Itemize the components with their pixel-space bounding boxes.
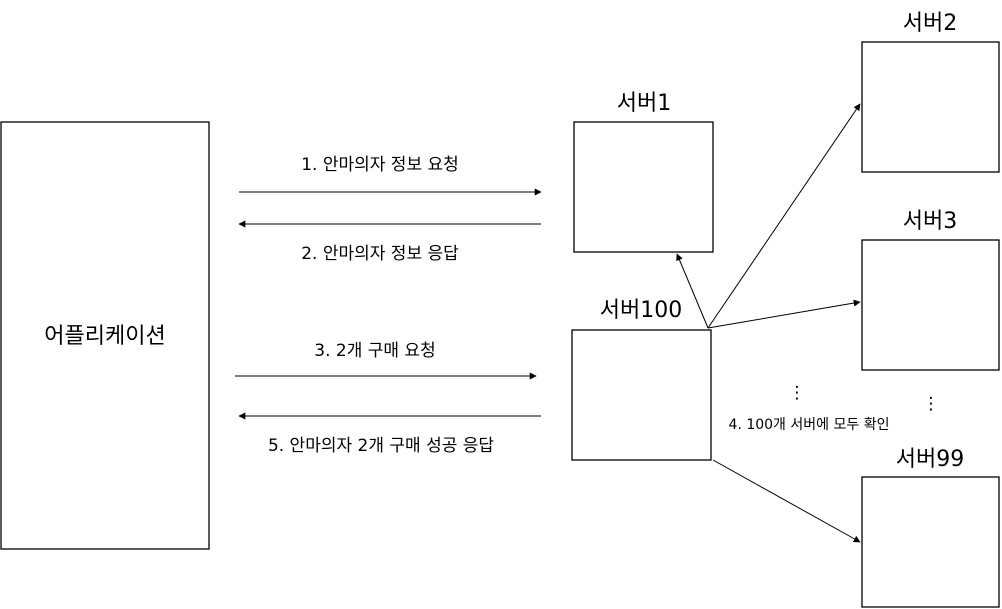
step3-label: 3. 2개 구매 요청	[314, 341, 435, 361]
server2-label: 서버2	[903, 11, 957, 36]
server100-box	[571, 329, 712, 461]
server3-box	[861, 239, 1000, 371]
arrow-server100-to-server1	[676, 253, 709, 329]
application-label: 어플리케이션	[44, 324, 165, 349]
server2-box	[861, 41, 1000, 173]
arrow-server100-to-server99	[712, 459, 861, 543]
step4-label: 4. 100개 서버에 모두 확인	[729, 417, 890, 433]
server100-label: 서버100	[600, 298, 682, 323]
server3-label: 서버3	[903, 209, 957, 234]
ellipsis-right: ⋮	[923, 394, 940, 414]
step5-label: 5. 안마의자 2개 구매 성공 응답	[268, 436, 494, 456]
application-box	[0, 121, 210, 550]
server1-label: 서버1	[617, 91, 671, 116]
step1-label: 1. 안마의자 정보 요청	[301, 155, 459, 175]
server99-label: 서버99	[896, 447, 964, 472]
arrow-server100-to-server2	[707, 103, 861, 329]
step2-label: 2. 안마의자 정보 응답	[301, 244, 459, 264]
server1-box	[573, 121, 714, 253]
server99-box	[861, 476, 1000, 608]
arrow-server100-to-server3	[707, 299, 861, 329]
ellipsis-left: ⋮	[789, 383, 806, 403]
